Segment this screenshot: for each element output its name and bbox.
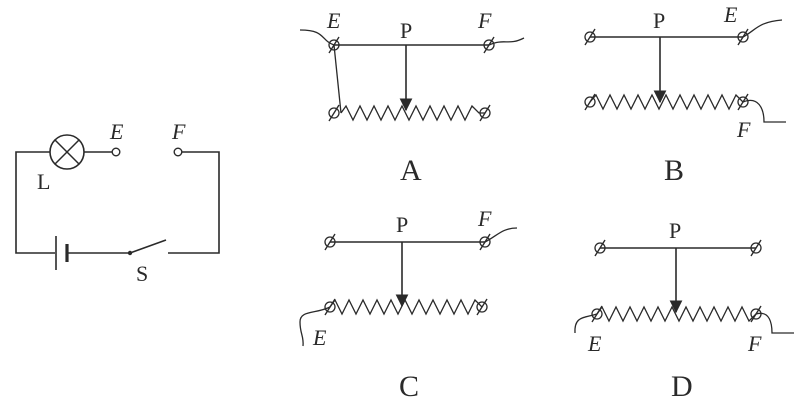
option-c-p-label: P <box>396 212 408 237</box>
option-b-e-label: E <box>723 2 738 27</box>
lamp-label: L <box>37 169 50 194</box>
option-d-p-label: P <box>669 218 681 243</box>
option-a-f-label: F <box>477 8 492 33</box>
terminal-slash-icon <box>584 28 749 111</box>
option-b-p-label: P <box>653 8 665 33</box>
option-d-letter: D <box>671 370 693 403</box>
terminal-f <box>173 147 183 157</box>
option-c-f-label: F <box>477 206 492 231</box>
lamp-icon <box>49 134 85 170</box>
option-a-diagram: E P F A <box>299 8 525 187</box>
main-circuit: L E F S <box>15 119 220 286</box>
option-a-p-label: P <box>400 18 412 43</box>
terminal-slash-icon <box>328 36 495 122</box>
option-c-letter: C <box>399 370 419 403</box>
circuit-wire-switch-right <box>168 151 220 254</box>
option-b-f-label: F <box>736 117 751 142</box>
switch-icon <box>127 239 167 256</box>
option-c-e-label: E <box>312 325 327 350</box>
option-b-letter: B <box>664 154 684 187</box>
terminal-e <box>111 147 121 157</box>
terminal-e-label: E <box>109 119 124 144</box>
battery-icon <box>55 236 69 270</box>
option-d-diagram: P E F D <box>574 218 794 403</box>
option-a-letter: A <box>400 154 422 187</box>
option-b-diagram: P E F B <box>584 2 786 187</box>
option-d-e-label: E <box>587 331 602 356</box>
option-c-diagram: P F E C <box>299 206 518 403</box>
terminal-f-label: F <box>171 119 186 144</box>
option-a-e-label: E <box>326 8 341 33</box>
circuit-wire-left <box>15 151 55 254</box>
option-d-f-label: F <box>747 331 762 356</box>
switch-label: S <box>136 261 148 286</box>
